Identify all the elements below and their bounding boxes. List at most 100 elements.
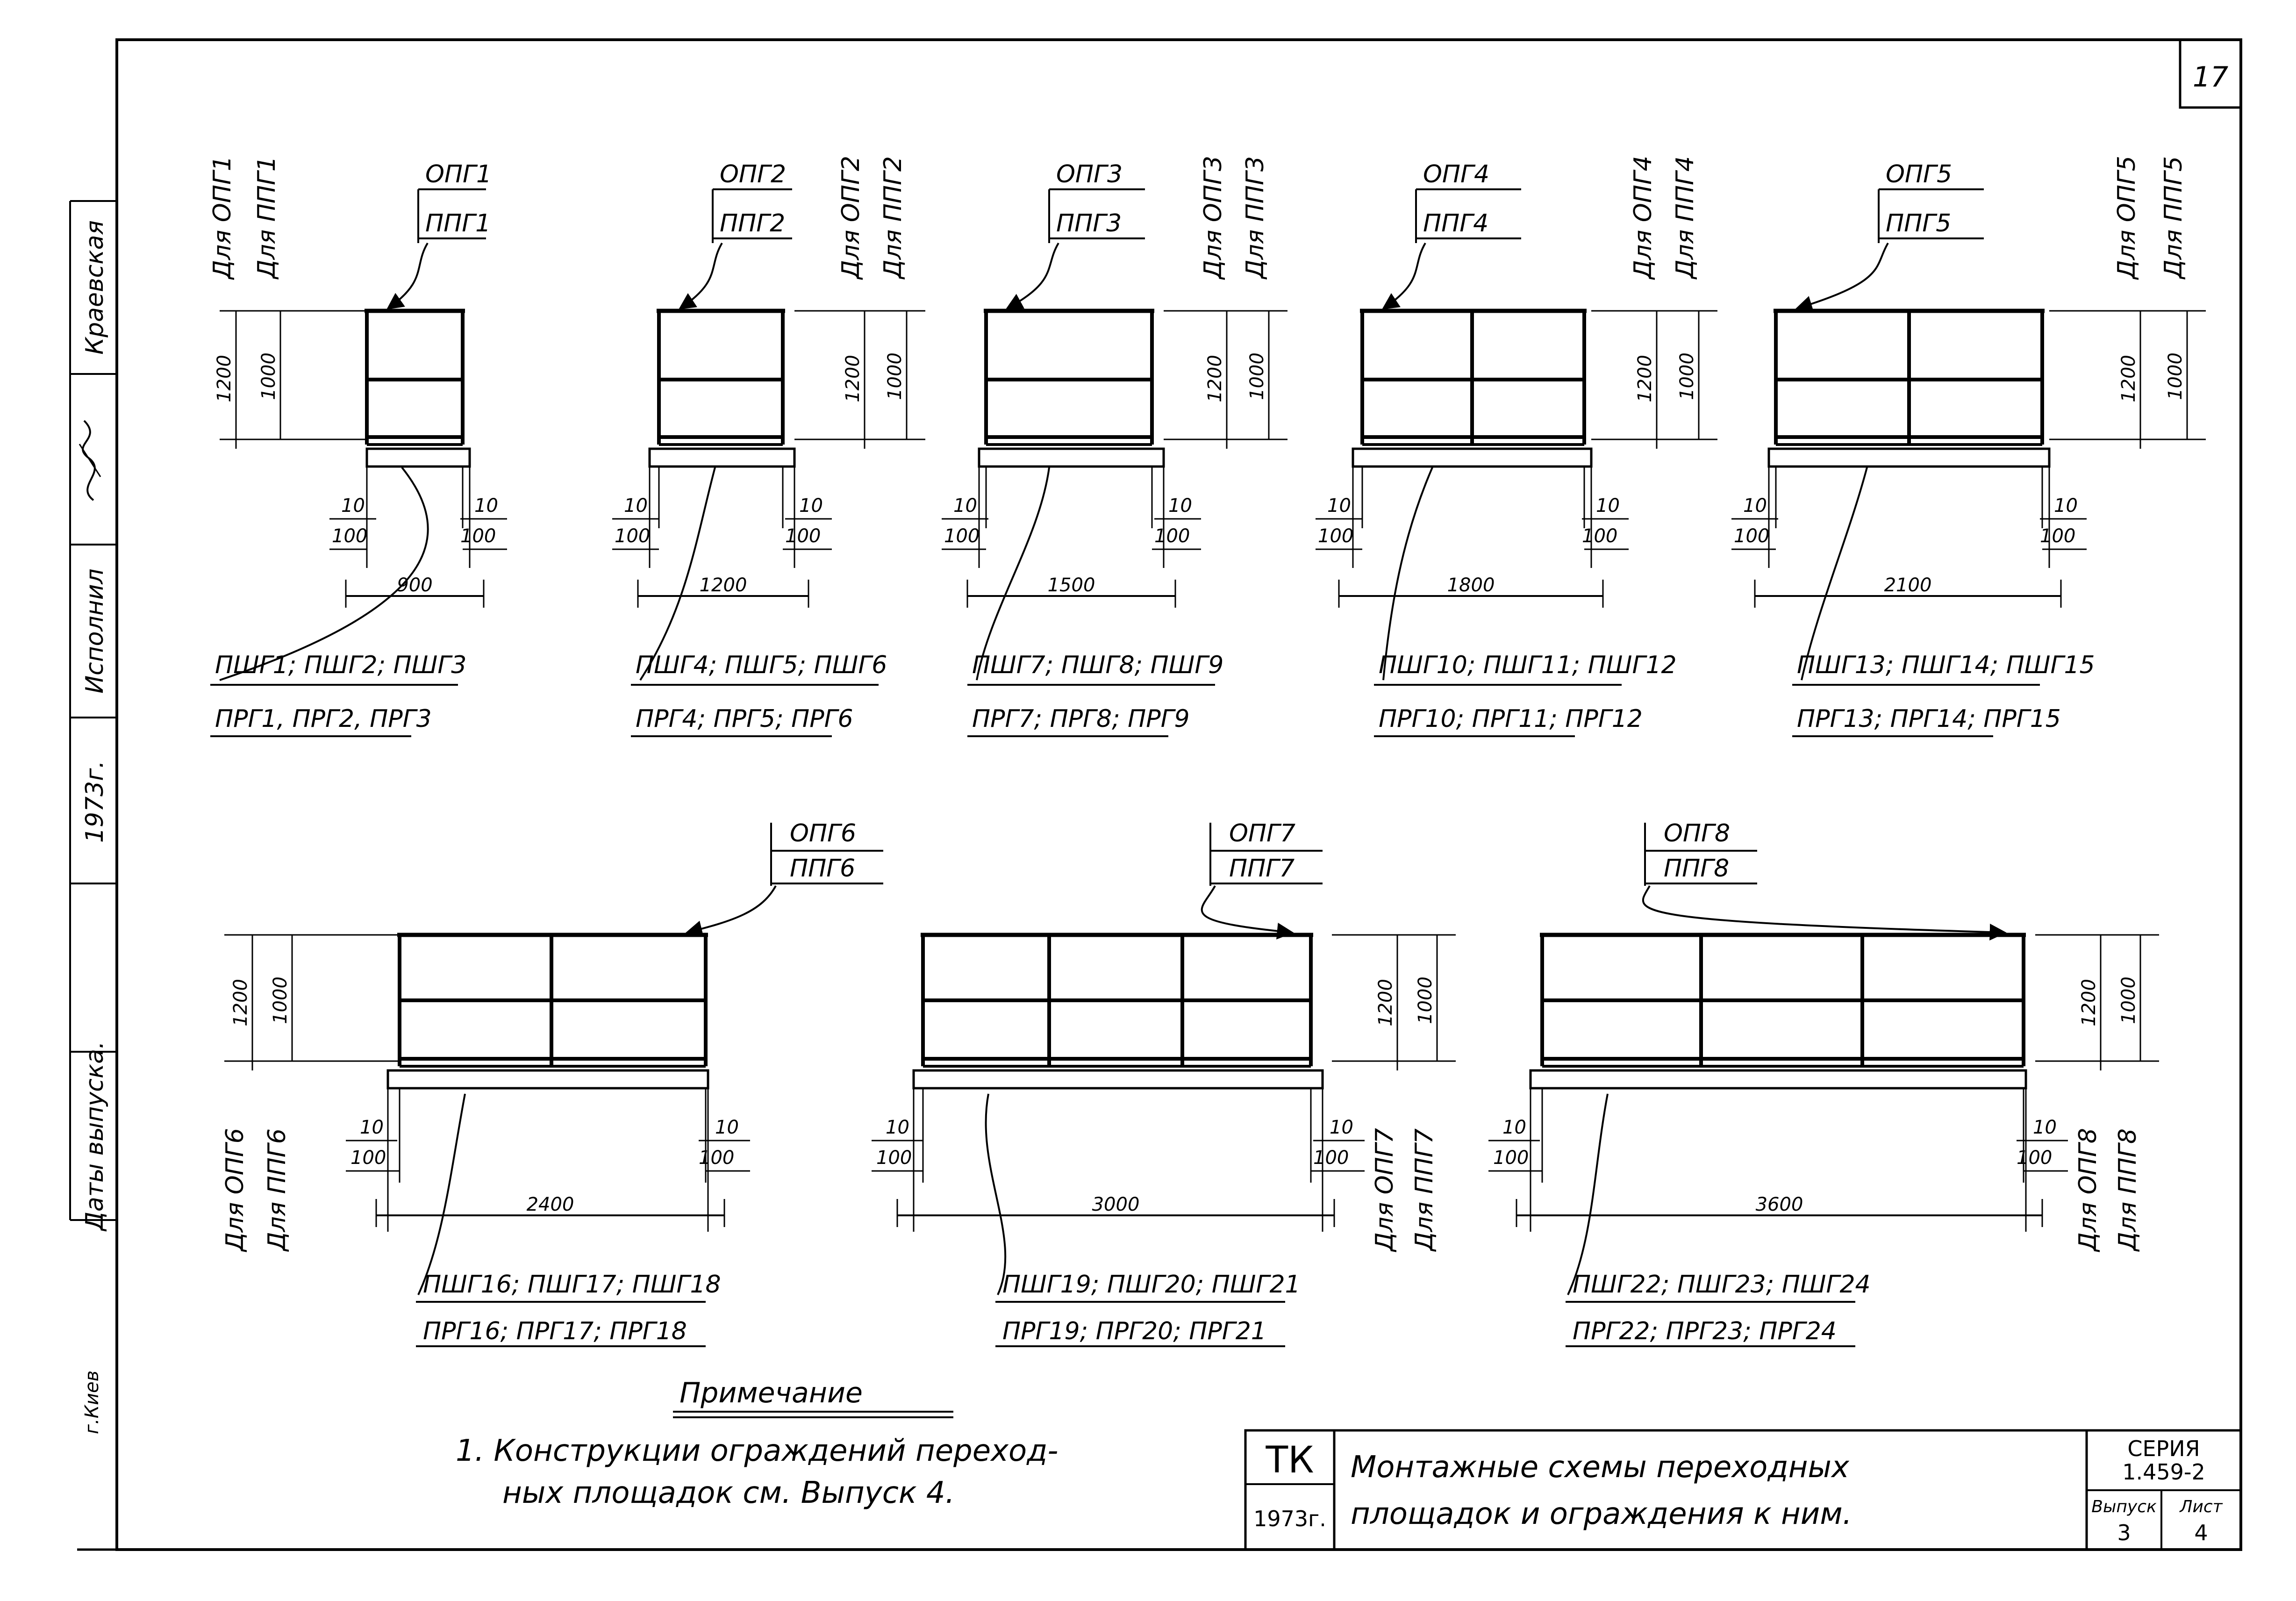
edge-dim-left: 10	[1743, 495, 1767, 517]
for-opg-label: Для ОПГ3	[1199, 156, 1227, 280]
deck-plate	[1767, 447, 2051, 468]
for-ppg-label: Для ППГ5	[2160, 156, 2188, 280]
stamp-year: 1973г.	[81, 761, 109, 843]
opg-label: ОПГ1	[425, 160, 492, 188]
edge-dim-left: 10	[886, 1117, 909, 1138]
span-dim: 1500	[1048, 574, 1095, 596]
tag-leader	[386, 242, 429, 310]
stamp-author-role: Исполнил	[81, 568, 109, 694]
prg-label: ПРГ4; ПРГ5; ПРГ6	[636, 705, 853, 733]
height-1000: 1000	[1415, 976, 1436, 1024]
overhang-dim-left: 100	[332, 525, 367, 547]
pshg-label: ПШГ1; ПШГ2; ПШГ3	[215, 651, 466, 679]
deck-plate	[912, 1069, 1324, 1090]
part-leader	[219, 467, 429, 681]
pshg-label: ПШГ16; ПШГ17; ПШГ18	[423, 1271, 721, 1299]
title-year: 1973г.	[1253, 1506, 1326, 1531]
for-opg-label: Для ОПГ8	[2074, 1128, 2102, 1252]
height-1200: 1200	[2118, 355, 2139, 402]
part-leader	[976, 467, 1050, 681]
for-ppg-label: Для ППГ4	[1671, 156, 1699, 280]
overhang-dim-left: 100	[876, 1147, 912, 1169]
pshg-label: ПШГ19; ПШГ20; ПШГ21	[1002, 1271, 1301, 1299]
opg-label: ОПГ7	[1229, 819, 1295, 847]
series-label: СЕРИЯ	[2127, 1436, 2200, 1461]
ppg-label: ППГ5	[1886, 209, 1951, 237]
part-leader	[1382, 467, 1433, 681]
edge-dim-left: 10	[341, 495, 365, 517]
pshg-label: ПШГ22; ПШГ23; ПШГ24	[1573, 1271, 1871, 1299]
overhang-dim-right: 100	[2017, 1147, 2052, 1169]
part-leader	[417, 1093, 466, 1295]
height-1000: 1000	[1246, 352, 1268, 400]
span-dim: 1200	[700, 574, 747, 596]
sheet-value: 4	[2194, 1520, 2208, 1545]
sheet-number-box: 17	[2179, 40, 2241, 109]
prg-label: ПРГ16; ПРГ17; ПРГ18	[423, 1317, 687, 1345]
overhang-dim-right: 100	[460, 525, 496, 547]
overhang-dim-left: 100	[615, 525, 650, 547]
overhang-dim-right: 100	[1582, 525, 1617, 547]
span-dim: 2400	[527, 1194, 574, 1215]
height-1000: 1000	[270, 976, 291, 1024]
prg-label: ПРГ1, ПРГ2, ПРГ3	[215, 705, 432, 733]
ppg-label: ППГ2	[720, 209, 785, 237]
for-ppg-label: Для ППГ6	[263, 1128, 291, 1252]
overhang-dim-left: 100	[350, 1147, 386, 1169]
sheet-frame	[115, 38, 2242, 1551]
stamp-signature	[79, 420, 101, 501]
tag-leader	[679, 242, 723, 309]
deck-plate	[978, 447, 1165, 468]
deck-plate	[365, 447, 471, 468]
opg-label: ОПГ2	[720, 160, 786, 188]
pshg-label: ПШГ13; ПШГ14; ПШГ15	[1797, 651, 2095, 679]
for-opg-label: Для ОПГ2	[837, 156, 865, 280]
height-1000: 1000	[2165, 352, 2186, 400]
height-1000: 1000	[1676, 352, 1698, 400]
pshg-label: ПШГ7; ПШГ8; ПШГ9	[972, 651, 1223, 679]
ppg-label: ППГ8	[1664, 854, 1729, 883]
pshg-label: ПШГ4; ПШГ5; ПШГ6	[636, 651, 887, 679]
series-value: 1.459-2	[2122, 1459, 2205, 1485]
height-1200: 1200	[2078, 979, 2100, 1027]
for-opg-label: Для ОПГ7	[1371, 1128, 1399, 1252]
overhang-dim-left: 100	[1318, 525, 1353, 547]
note-line-1: 1. Конструкции ограждений переход-	[456, 1434, 1058, 1468]
sheet-number: 17	[2193, 61, 2228, 93]
height-1000: 1000	[258, 352, 279, 400]
ppg-label: ППГ3	[1056, 209, 1122, 237]
stamp-author-name: Краевская	[81, 220, 109, 355]
height-1000: 1000	[2118, 976, 2139, 1024]
height-1200: 1200	[214, 355, 235, 402]
tag-leader	[1795, 242, 1889, 312]
edge-dim-right: 10	[1596, 495, 1620, 517]
issue-label: Выпуск	[2091, 1497, 2157, 1516]
height-1200: 1200	[1634, 355, 1656, 402]
overhang-dim-right: 100	[1313, 1147, 1349, 1169]
issue-value: 3	[2117, 1520, 2131, 1545]
tag-leader	[1005, 242, 1059, 309]
for-opg-label: Для ОПГ5	[2113, 156, 2141, 280]
edge-dim-right: 10	[1168, 495, 1192, 517]
title-block: ТК 1973г. Монтажные схемы переходных пло…	[1244, 1429, 2242, 1551]
edge-dim-left: 10	[1327, 495, 1351, 517]
note-line-2: ных площадок см. Выпуск 4.	[502, 1476, 955, 1510]
tag-leader	[1201, 885, 1294, 940]
title-org: ТК	[1265, 1439, 1314, 1481]
overhang-dim-right: 100	[1154, 525, 1190, 547]
prg-label: ПРГ7; ПРГ8; ПРГ9	[972, 705, 1190, 733]
ppg-label: ППГ7	[1229, 854, 1295, 883]
for-opg-label: Для ОПГ1	[208, 156, 236, 280]
span-dim: 3600	[1756, 1194, 1803, 1215]
ppg-label: ППГ6	[790, 854, 855, 883]
deck-plate	[1352, 447, 1593, 468]
opg-label: ОПГ3	[1056, 160, 1123, 188]
pshg-label: ПШГ10; ПШГ11; ПШГ12	[1379, 651, 1677, 679]
overhang-dim-left: 100	[1493, 1147, 1529, 1169]
note-block: Примечание 1. Конструкции ограждений пер…	[456, 1377, 1058, 1510]
overhang-dim-left: 100	[1734, 525, 1769, 547]
height-1200: 1200	[842, 355, 864, 402]
